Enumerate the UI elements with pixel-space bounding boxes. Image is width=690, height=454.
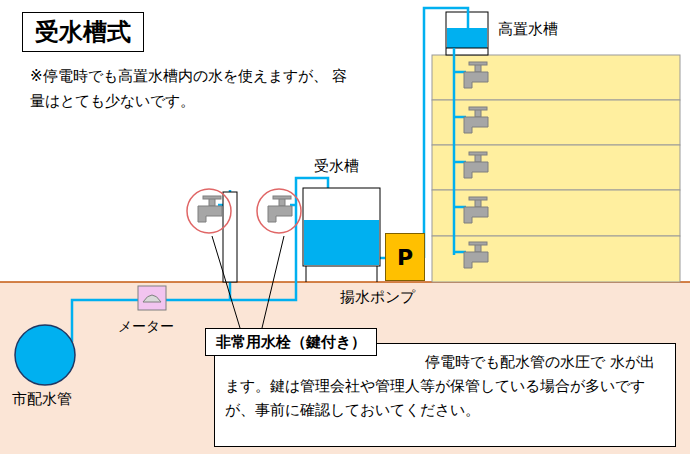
meter-label: メーター [118,318,174,336]
title-box: 受水槽式 [22,12,144,52]
faucet [198,62,488,268]
callout-box: 非常用水栓（鍵付き）停電時でも配水管の水圧で 水が出ます。鍵は管理会社や管理人等… [214,343,676,447]
city-main-pipe [15,325,75,385]
tank-label: 受水槽 [314,157,359,176]
high-tank-water [447,28,487,48]
note-text: ※停電時でも高置水槽内の水を使えますが、 容量はとても少ないです。 [30,64,348,114]
receiving-tank [303,188,380,282]
highlight-circle [257,189,301,233]
water-meter [138,286,166,310]
pump-symbol: P [397,245,413,270]
ground [0,282,690,454]
pump-label: 揚水ポンプ [340,288,415,307]
tank-label: 高置水槽 [498,20,558,39]
leader-line [262,236,284,328]
callout-body: 停電時でも配水管の水圧で 水が出ます。鍵は管理会社や管理人等が保管している場合が… [225,350,667,422]
callout-heading: 非常用水栓（鍵付き） [205,328,377,356]
main-pipe-label: 市配水管 [12,390,72,409]
leader-line [212,236,240,328]
highlight-circle [187,189,231,233]
building [432,55,680,282]
pump-box: P [385,233,425,281]
water-pipe [72,8,468,342]
